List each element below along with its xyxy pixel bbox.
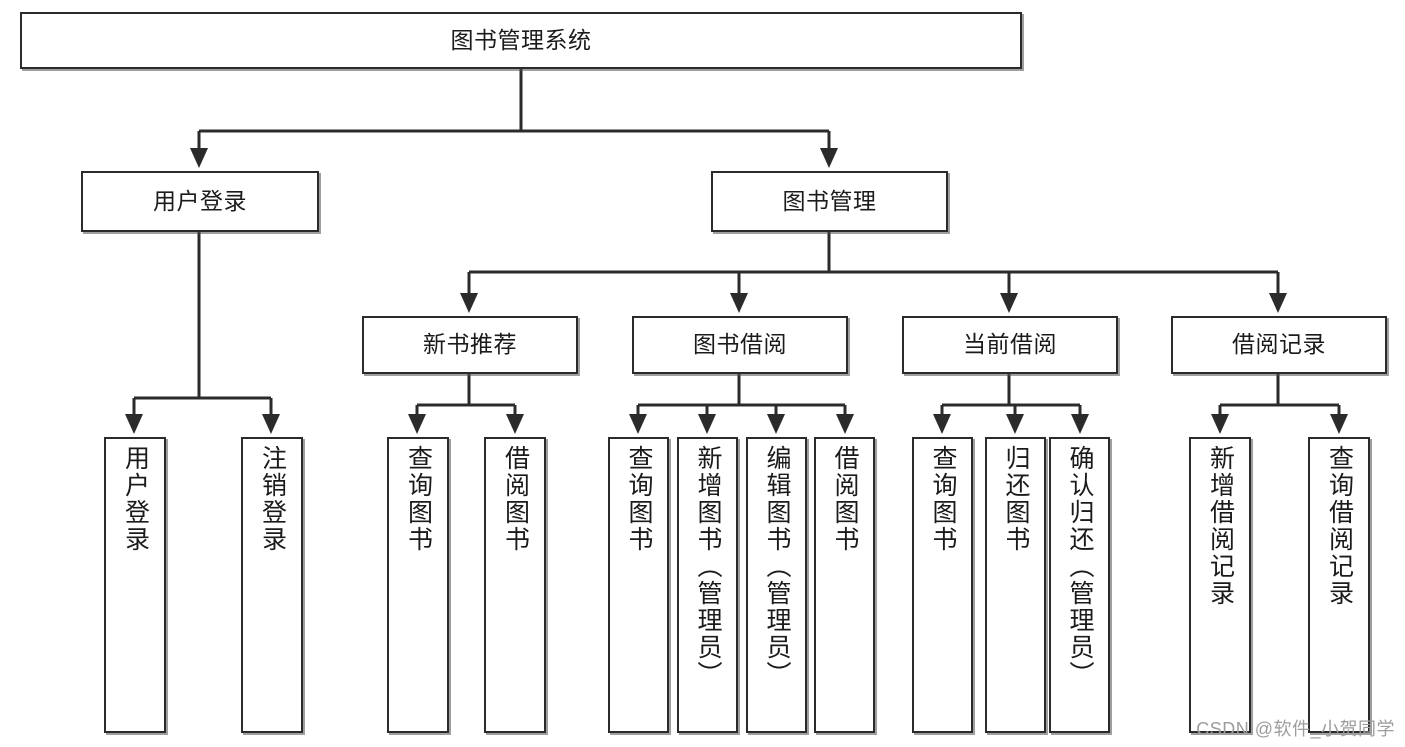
watermark-label: CSDN @软件_小贺同学 xyxy=(1196,719,1395,739)
connector-bookborrow-to-leaves xyxy=(629,374,854,434)
node-label: 当前借阅 xyxy=(963,331,1057,358)
node-current-borrow[interactable]: 当前借阅 xyxy=(902,316,1118,374)
arrowhead xyxy=(730,293,748,313)
arrowhead xyxy=(1006,414,1024,434)
connector-borrowrecord-to-leaves xyxy=(1211,374,1348,434)
arrowhead xyxy=(767,414,785,434)
node-leaf-rec-search[interactable]: 查询借阅记录 xyxy=(1308,437,1370,733)
arrowhead xyxy=(629,414,647,434)
arrowhead xyxy=(1211,414,1229,434)
node-label: 借阅图书 xyxy=(501,445,530,553)
arrowhead xyxy=(460,293,478,313)
node-leaf-borrow-edit[interactable]: 编辑图书（管理员） xyxy=(746,437,807,733)
arrowhead xyxy=(698,414,716,434)
node-root[interactable]: 图书管理系统 xyxy=(20,12,1022,69)
node-borrow-record[interactable]: 借阅记录 xyxy=(1171,316,1387,374)
node-label: 查询图书 xyxy=(929,445,957,553)
node-leaf-rec-query[interactable]: 查询图书 xyxy=(387,437,449,733)
arrowhead xyxy=(1330,414,1348,434)
node-label: 图书借阅 xyxy=(693,331,787,358)
connector-newbookrec-to-leaves xyxy=(408,374,524,434)
connector-userlogin-to-leaves xyxy=(125,232,280,434)
node-label: 用户登录 xyxy=(153,187,247,214)
node-label: 归还图书 xyxy=(1002,445,1030,553)
connector-root-to-level1 xyxy=(190,69,838,168)
node-label: 新书推荐 xyxy=(423,331,517,358)
node-leaf-user-login[interactable]: 用户登录 xyxy=(104,437,166,733)
node-new-book-rec[interactable]: 新书推荐 xyxy=(362,316,578,374)
arrowhead xyxy=(1000,293,1018,313)
node-leaf-cur-return[interactable]: 归还图书 xyxy=(985,437,1046,733)
node-label: 确认归还（管理员） xyxy=(1066,445,1094,688)
arrowhead xyxy=(262,414,280,434)
node-leaf-rec-add[interactable]: 新增借阅记录 xyxy=(1189,437,1251,733)
node-leaf-borrow-add[interactable]: 新增图书（管理员） xyxy=(677,437,738,733)
node-label: 新增借阅记录 xyxy=(1206,445,1235,607)
arrowhead xyxy=(1269,293,1287,313)
node-label: 查询图书 xyxy=(625,445,653,553)
arrowhead xyxy=(125,414,143,434)
node-user-login[interactable]: 用户登录 xyxy=(81,171,319,232)
node-label: 注销登录 xyxy=(258,445,287,553)
node-label: 查询图书 xyxy=(404,445,433,553)
arrowhead xyxy=(190,148,208,168)
arrowhead xyxy=(408,414,426,434)
connector-bookmanage-to-level2 xyxy=(460,232,1287,313)
node-label: 图书管理 xyxy=(782,187,877,214)
arrowhead xyxy=(1071,414,1089,434)
node-leaf-borrow-query[interactable]: 查询图书 xyxy=(608,437,669,733)
node-leaf-cur-confirm[interactable]: 确认归还（管理员） xyxy=(1049,437,1110,733)
arrowhead xyxy=(933,414,951,434)
node-label: 新增图书（管理员） xyxy=(694,445,722,688)
node-leaf-rec-borrow[interactable]: 借阅图书 xyxy=(484,437,546,733)
node-label: 图书管理系统 xyxy=(450,26,592,53)
node-book-borrow[interactable]: 图书借阅 xyxy=(632,316,848,374)
node-leaf-logout[interactable]: 注销登录 xyxy=(241,437,303,733)
node-book-manage[interactable]: 图书管理 xyxy=(711,171,948,232)
node-label: 编辑图书（管理员） xyxy=(763,445,791,688)
node-label: 查询借阅记录 xyxy=(1325,445,1354,607)
node-label: 借阅图书 xyxy=(831,445,859,553)
node-label: 用户登录 xyxy=(121,445,150,553)
node-leaf-borrow-do[interactable]: 借阅图书 xyxy=(814,437,875,733)
arrowhead xyxy=(820,148,838,168)
connector-currentborrow-to-leaves xyxy=(933,374,1089,434)
node-label: 借阅记录 xyxy=(1232,331,1326,358)
node-leaf-cur-query[interactable]: 查询图书 xyxy=(912,437,973,733)
arrowhead xyxy=(506,414,524,434)
arrowhead xyxy=(836,414,854,434)
